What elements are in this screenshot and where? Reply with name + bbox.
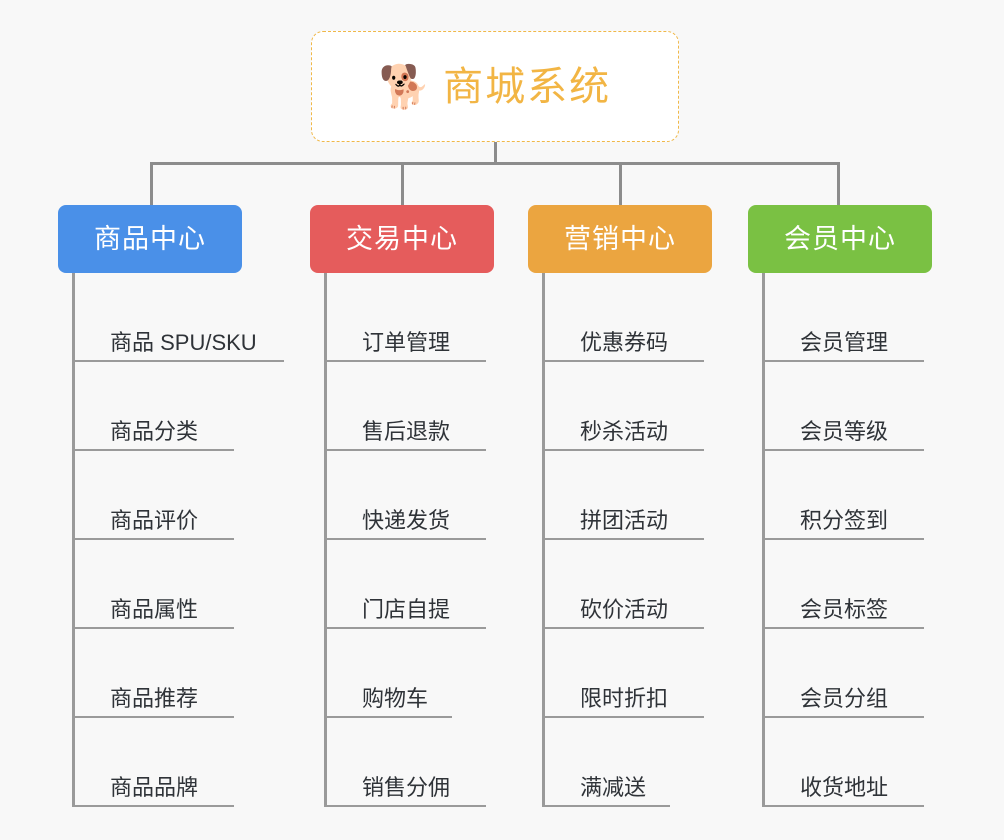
- category-box-trade-center[interactable]: 交易中心: [310, 205, 494, 273]
- leaf-label: 会员分组: [800, 685, 889, 711]
- category-box-member-center[interactable]: 会员中心: [748, 205, 932, 273]
- category-label: 商品中心: [94, 223, 206, 254]
- leaf-label: 商品推荐: [110, 685, 199, 711]
- branch-spine: [762, 273, 765, 807]
- leaf-item[interactable]: 订单管理: [324, 273, 486, 362]
- leaf-item[interactable]: 销售分佣: [324, 718, 486, 807]
- leaf-label: 商品属性: [110, 596, 199, 622]
- category-label: 交易中心: [346, 223, 458, 254]
- leaf-label: 秒杀活动: [580, 418, 669, 444]
- leaf-item[interactable]: 满减送: [542, 718, 670, 807]
- leaf-item[interactable]: 积分签到: [762, 451, 924, 540]
- category-label: 营销中心: [564, 223, 676, 254]
- bus-connector: [150, 162, 840, 165]
- leaf-label: 购物车: [362, 685, 429, 711]
- leaf-label: 售后退款: [362, 418, 451, 444]
- leaf-item[interactable]: 会员等级: [762, 362, 924, 451]
- leaf-label: 会员等级: [800, 418, 889, 444]
- drop-connector-trade-center: [401, 162, 404, 207]
- leaf-item[interactable]: 购物车: [324, 629, 452, 718]
- leaf-label: 商品 SPU/SKU: [110, 329, 257, 355]
- leaf-item[interactable]: 快递发货: [324, 451, 486, 540]
- leaf-label: 优惠券码: [580, 329, 669, 355]
- leaf-label: 商品品牌: [110, 774, 199, 800]
- root-node[interactable]: 🐕 商城系统: [311, 31, 679, 142]
- leaf-label: 商品评价: [110, 507, 199, 533]
- leaf-label: 砍价活动: [580, 596, 669, 622]
- leaf-item[interactable]: 拼团活动: [542, 451, 704, 540]
- leaf-item[interactable]: 砍价活动: [542, 540, 704, 629]
- root-title: 商城系统: [443, 64, 612, 109]
- leaf-label: 商品分类: [110, 418, 199, 444]
- leaf-label: 收货地址: [800, 774, 889, 800]
- leaf-label: 积分签到: [800, 507, 889, 533]
- leaf-item[interactable]: 会员分组: [762, 629, 924, 718]
- drop-connector-member-center: [837, 162, 840, 207]
- leaf-item[interactable]: 商品 SPU/SKU: [72, 273, 284, 362]
- leaf-label: 会员管理: [800, 329, 889, 355]
- leaf-item[interactable]: 商品属性: [72, 540, 234, 629]
- leaf-label: 订单管理: [362, 329, 451, 355]
- leaf-item[interactable]: 商品分类: [72, 362, 234, 451]
- leaf-item[interactable]: 商品品牌: [72, 718, 234, 807]
- leaf-label: 限时折扣: [580, 685, 669, 711]
- leaf-item[interactable]: 秒杀活动: [542, 362, 704, 451]
- root-stem-connector: [494, 142, 497, 165]
- leaf-item[interactable]: 会员标签: [762, 540, 924, 629]
- shiba-dog-face-icon: 🐕: [378, 62, 432, 110]
- leaf-label: 门店自提: [362, 596, 451, 622]
- drop-connector-marketing-center: [619, 162, 622, 207]
- branch-spine: [72, 273, 75, 807]
- leaf-label: 销售分佣: [362, 774, 451, 800]
- leaf-label: 满减送: [580, 774, 647, 800]
- branch-spine: [324, 273, 327, 807]
- leaf-item[interactable]: 优惠券码: [542, 273, 704, 362]
- leaf-label: 拼团活动: [580, 507, 669, 533]
- branch-spine: [542, 273, 545, 807]
- drop-connector-product-center: [150, 162, 153, 207]
- leaf-item[interactable]: 商品推荐: [72, 629, 234, 718]
- leaf-item[interactable]: 售后退款: [324, 362, 486, 451]
- leaf-label: 会员标签: [800, 596, 889, 622]
- category-label: 会员中心: [784, 223, 896, 254]
- leaf-item[interactable]: 门店自提: [324, 540, 486, 629]
- leaf-item[interactable]: 收货地址: [762, 718, 924, 807]
- leaf-item[interactable]: 限时折扣: [542, 629, 704, 718]
- category-box-product-center[interactable]: 商品中心: [58, 205, 242, 273]
- leaf-item[interactable]: 商品评价: [72, 451, 234, 540]
- leaf-label: 快递发货: [362, 507, 451, 533]
- leaf-item[interactable]: 会员管理: [762, 273, 924, 362]
- category-box-marketing-center[interactable]: 营销中心: [528, 205, 712, 273]
